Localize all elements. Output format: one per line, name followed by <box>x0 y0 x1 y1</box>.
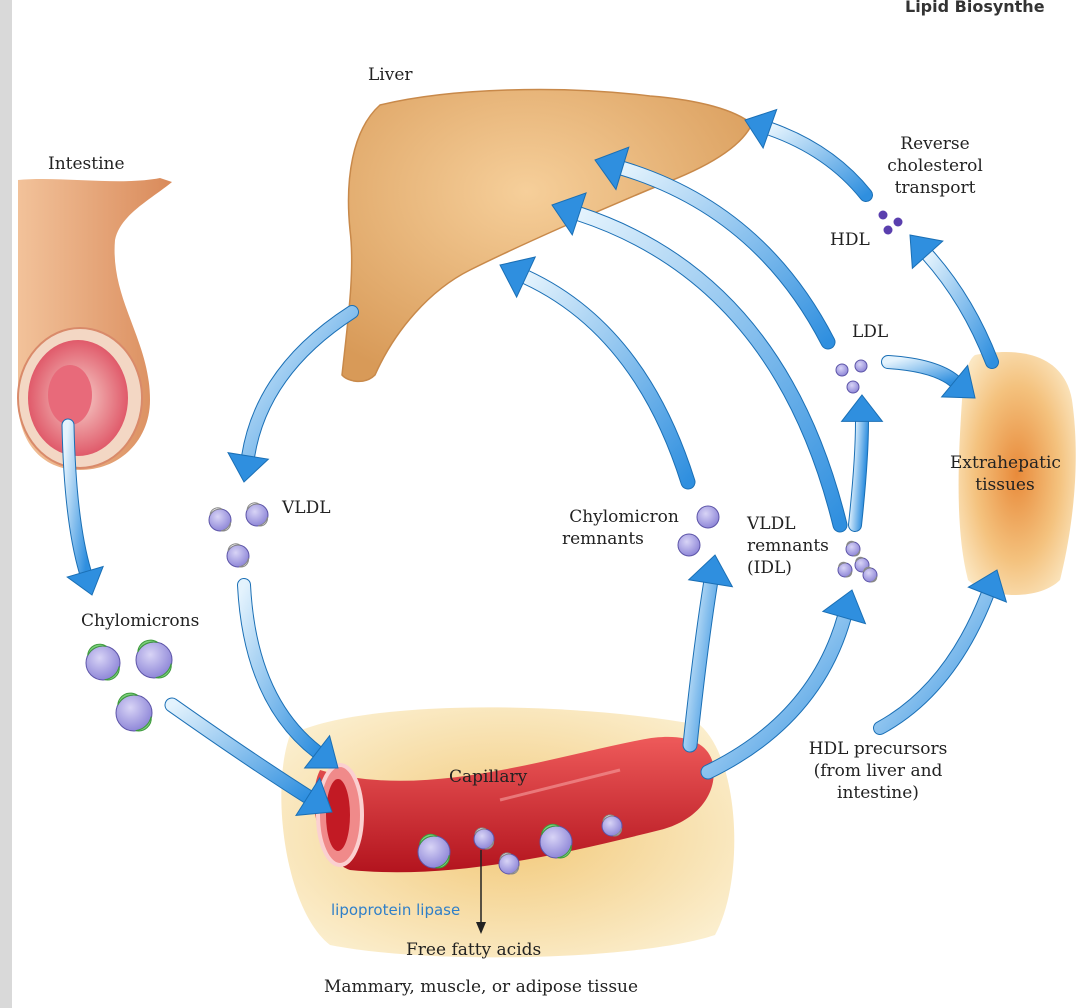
arrow-ldl-to-extrahepatic <box>888 362 975 398</box>
vldl-remnants-line-3: (IDL) <box>747 557 829 579</box>
hdl-particle <box>879 211 888 220</box>
hdl-precursors-line-3: intestine) <box>798 782 958 804</box>
lipoprotein-lipase-label: lipoprotein lipase <box>331 899 460 921</box>
arrow-hdl-to-liver <box>745 110 866 195</box>
chylomicron-remnant-particle <box>697 506 719 528</box>
vldl-remnants-line-2: remnants <box>747 535 829 557</box>
reverse-transport-line-2: cholesterol <box>880 155 990 177</box>
hdl-precursors-line-2: (from liver and <box>798 760 958 782</box>
idl-particle <box>838 562 852 577</box>
reverse-transport-line-1: Reverse <box>880 133 990 155</box>
chylomicrons-label: Chylomicrons <box>81 610 199 632</box>
extrahepatic-label: Extrahepatic tissues <box>950 452 1060 496</box>
reverse-transport-label: Reverse cholesterol transport <box>880 133 990 199</box>
page-edge-shadow <box>0 0 12 1008</box>
idl-particle <box>846 541 860 556</box>
arrow-ldl-to-liver <box>595 147 828 342</box>
capillary-label: Capillary <box>449 766 527 788</box>
tissue-caption: Mammary, muscle, or adipose tissue <box>324 976 638 998</box>
arrow-chylo-remnants-to-liver <box>500 257 688 482</box>
arrow-idl-to-ldl <box>842 395 883 525</box>
hdl-label: HDL <box>830 229 870 251</box>
extrahepatic-line-1: Extrahepatic <box>950 452 1060 474</box>
arrow-extrahepatic-to-hdl <box>910 235 992 362</box>
vldl-particle <box>246 503 268 526</box>
ldl-label: LDL <box>852 321 888 343</box>
liver-illustration <box>342 90 752 382</box>
chylomicron-remnants-line-1: Chylomicron <box>562 506 686 528</box>
ldl-particle <box>836 364 848 376</box>
free-fatty-acids-label: Free fatty acids <box>406 939 541 961</box>
ldl-particle <box>847 381 859 393</box>
hdl-particle <box>894 218 903 227</box>
vldl-label: VLDL <box>282 497 331 519</box>
vldl-particle <box>209 508 231 531</box>
intestine-label: Intestine <box>48 153 125 175</box>
arrow-idl-to-liver <box>552 193 840 525</box>
chylomicron-particle <box>116 693 152 731</box>
reverse-transport-line-3: transport <box>880 177 990 199</box>
hdl-precursors-label: HDL precursors (from liver and intestine… <box>798 738 958 804</box>
page-header-fragment: Lipid Biosynthe <box>905 0 1045 18</box>
chylomicron-remnants-line-2: remnants <box>562 528 686 550</box>
arrow-hdl-precursors-to-extrahepatic <box>880 570 1006 728</box>
vldl-particle <box>227 544 249 567</box>
chylomicron-remnants-label: Chylomicron remnants <box>562 506 686 550</box>
ldl-particle <box>855 360 867 372</box>
extrahepatic-line-2: tissues <box>950 474 1060 496</box>
vldl-remnants-line-1: VLDL <box>747 513 829 535</box>
arrow-liver-to-vldl <box>228 312 352 482</box>
vldl-remnants-label: VLDL remnants (IDL) <box>747 513 829 579</box>
arrow-capillary-to-chylo-remnants <box>689 555 733 745</box>
hdl-particle <box>884 226 893 235</box>
idl-particle <box>863 567 877 582</box>
chylomicron-particle <box>86 644 120 680</box>
liver-label: Liver <box>368 64 413 86</box>
chylomicron-particle <box>136 640 172 678</box>
hdl-precursors-line-1: HDL precursors <box>798 738 958 760</box>
intestine-illustration <box>18 178 172 470</box>
